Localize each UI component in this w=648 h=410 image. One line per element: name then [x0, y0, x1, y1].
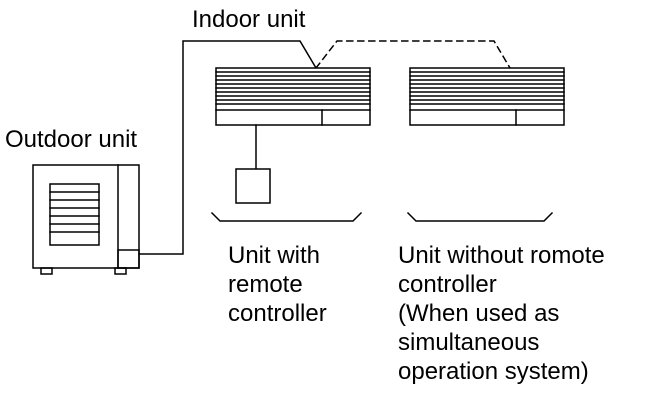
indoor-unit-with-remote — [215, 67, 371, 126]
bracket-unit-with-remote — [210, 211, 363, 222]
outdoor-unit — [32, 164, 140, 275]
indoor-unit-label: Indoor unit — [192, 6, 306, 33]
remote-controller — [235, 168, 271, 204]
indoor-unit-without-remote — [409, 67, 565, 126]
unit-with-remote-label: Unit with remote controller — [228, 242, 327, 327]
outdoor-unit-label: Outdoor unit — [5, 126, 138, 153]
unit-without-remote-label: Unit without romote controller (When use… — [398, 242, 605, 385]
bracket-unit-without-remote — [406, 211, 554, 222]
indoor-link-dashed — [314, 40, 512, 70]
outdoor-unit-grille — [49, 183, 100, 246]
outdoor-unit-foot-left — [40, 267, 53, 275]
outdoor-unit-foot-right — [114, 267, 127, 275]
outdoor-to-indoor-pipe — [138, 40, 318, 255]
